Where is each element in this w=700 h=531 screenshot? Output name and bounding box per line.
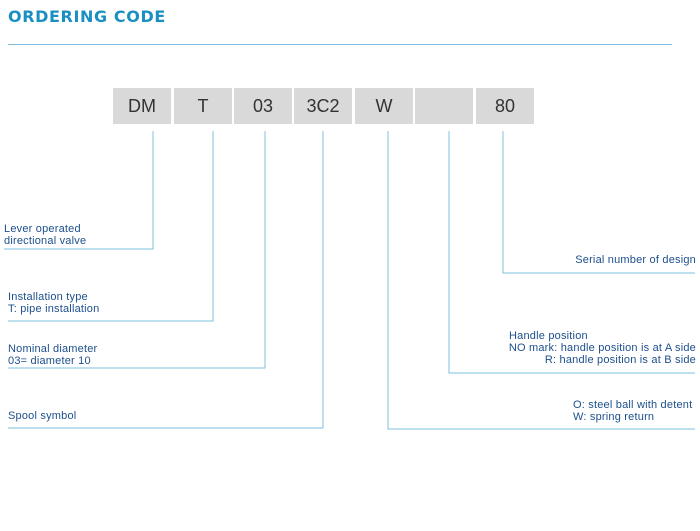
code-box-detent: W — [355, 88, 413, 124]
leader-line-installation — [8, 131, 214, 322]
label-line: Lever operated — [4, 223, 81, 235]
label-serial-number: Serial number of design — [575, 254, 696, 266]
leader-line-serial — [502, 131, 695, 274]
code-box-serial: 80 — [476, 88, 534, 124]
label-installation-type: Installation type T: pipe installation — [8, 291, 99, 315]
leader-line-detent — [387, 131, 695, 430]
leader-line-lever — [4, 131, 154, 250]
label-line: T: pipe installation — [8, 303, 100, 315]
label-lever-operated: Lever operated directional valve — [4, 223, 86, 247]
label-handle-position-options: NO mark: handle position is at A side R:… — [509, 342, 696, 366]
code-box-installation: T — [174, 88, 232, 124]
label-line: 03= diameter 10 — [8, 355, 91, 367]
label-line: O: steel ball with detent — [573, 399, 693, 411]
label-line: Serial number of design — [575, 254, 696, 266]
label-line: R: handle position is at B side — [544, 354, 696, 366]
page-title: ORDERING CODE — [8, 7, 166, 26]
title-divider — [8, 44, 672, 45]
label-line: NO mark: handle position is at A side — [508, 342, 696, 354]
leader-line-spool — [8, 131, 324, 429]
leader-line-handle — [448, 131, 695, 374]
code-box-model: DM — [113, 88, 171, 124]
label-line: directional valve — [4, 235, 87, 247]
label-line: Spool symbol — [8, 410, 77, 422]
label-nominal-diameter: Nominal diameter 03= diameter 10 — [8, 343, 97, 367]
label-line: Handle position — [509, 330, 588, 342]
code-box-diameter: 03 — [234, 88, 292, 124]
leader-line-nominal — [8, 131, 266, 369]
label-detent-options: O: steel ball with detent W: spring retu… — [573, 399, 692, 423]
code-box-handle — [415, 88, 473, 124]
label-handle-position-title: Handle position — [509, 330, 588, 342]
label-line: Nominal diameter — [8, 343, 98, 355]
label-line: W: spring return — [573, 411, 655, 423]
code-box-spool: 3C2 — [294, 88, 352, 124]
label-line: Installation type — [8, 291, 88, 303]
label-spool-symbol: Spool symbol — [8, 410, 76, 422]
